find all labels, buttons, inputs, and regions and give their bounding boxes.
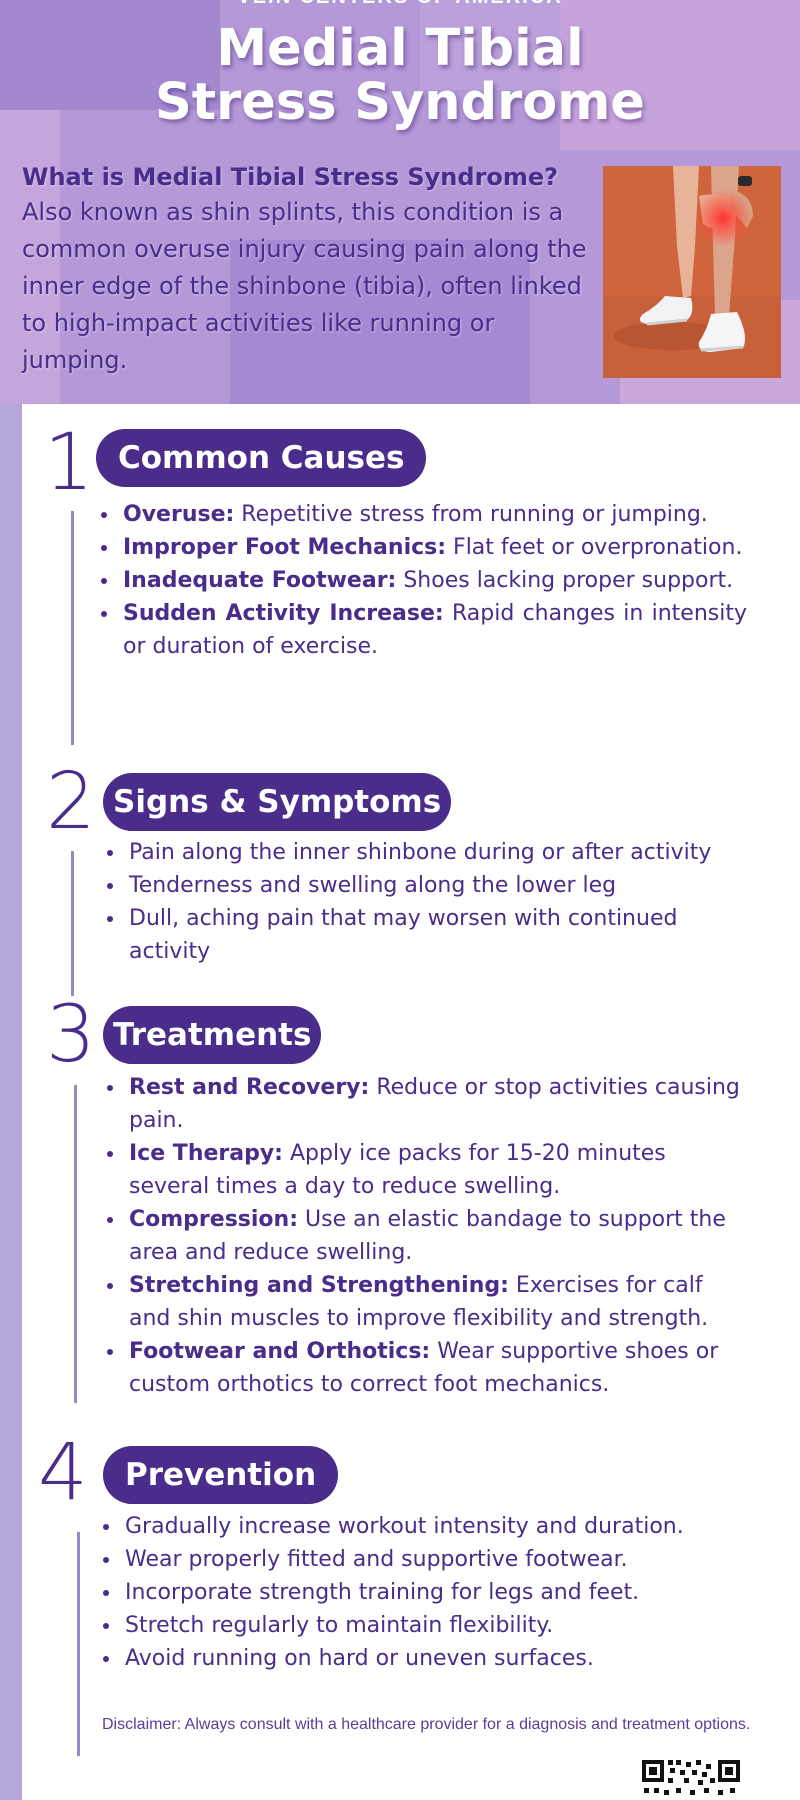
causes-list: Overuse: Repetitive stress from running … (99, 498, 747, 663)
intro-block: What is Medial Tibial Stress Syndrome? A… (22, 160, 590, 379)
section-number: 1 (44, 418, 94, 508)
list-item: Incorporate strength training for legs a… (101, 1576, 761, 1609)
list-item: Dull, aching pain that may worsen with c… (105, 902, 765, 968)
intro-description: Also known as shin splints, this conditi… (22, 198, 587, 374)
list-item: Footwear and Orthotics: Wear supportive … (105, 1335, 745, 1401)
section-number: 3 (46, 990, 96, 1080)
section-heading: Common Causes (96, 429, 427, 487)
title-line-1: Medial Tibial (216, 19, 584, 78)
section-heading: Treatments (103, 1006, 322, 1064)
disclaimer-text: Disclaimer: Always consult with a health… (102, 1716, 751, 1733)
list-item: Ice Therapy: Apply ice packs for 15-20 m… (105, 1137, 745, 1203)
list-item: Sudden Activity Increase: Rapid changes … (99, 597, 747, 663)
list-item: Improper Foot Mechanics: Flat feet or ov… (99, 531, 747, 564)
section-connector-line (74, 1085, 77, 1403)
list-item: Wear properly fitted and supportive foot… (101, 1543, 761, 1576)
list-item: Compression: Use an elastic bandage to s… (105, 1203, 745, 1269)
list-item: Stretching and Strengthening: Exercises … (105, 1269, 745, 1335)
treatments-list: Rest and Recovery: Reduce or stop activi… (105, 1071, 745, 1401)
list-item: Stretch regularly to maintain flexibilit… (101, 1609, 761, 1642)
shin-pain-illustration (603, 166, 781, 378)
section-connector-line (71, 511, 74, 745)
page-title: Medial Tibial Stress Syndrome (0, 22, 800, 130)
org-name: VEIN CENTERS OF AMERICA (0, 0, 800, 9)
shin-pain-photo (603, 166, 781, 378)
section-number: 2 (46, 757, 96, 847)
list-item: Inadequate Footwear: Shoes lacking prope… (99, 564, 747, 597)
hero-banner: VEIN CENTERS OF AMERICA Medial Tibial St… (0, 0, 800, 404)
list-item: Gradually increase workout intensity and… (101, 1510, 761, 1543)
list-item: Pain along the inner shinbone during or … (105, 836, 765, 869)
section-heading: Signs & Symptoms (103, 773, 452, 831)
section-connector-line (77, 1532, 80, 1756)
list-item: Rest and Recovery: Reduce or stop activi… (105, 1071, 745, 1137)
hero-tile (230, 240, 530, 404)
left-accent-band (0, 404, 22, 1800)
qr-code-icon[interactable] (640, 1758, 742, 1800)
section-connector-line (71, 851, 74, 996)
list-item: Tenderness and swelling along the lower … (105, 869, 765, 902)
section-number: 4 (38, 1428, 88, 1518)
list-item: Overuse: Repetitive stress from running … (99, 498, 747, 531)
hero-tile (420, 0, 560, 90)
list-item: Avoid running on hard or uneven surfaces… (101, 1642, 761, 1675)
hero-tile (0, 110, 60, 404)
symptoms-list: Pain along the inner shinbone during or … (105, 836, 765, 968)
hero-tile (560, 0, 800, 150)
title-line-2: Stress Syndrome (154, 73, 646, 132)
intro-question: What is Medial Tibial Stress Syndrome? (22, 163, 559, 191)
hero-tile (0, 0, 220, 110)
section-heading: Prevention (103, 1446, 339, 1504)
qr-code-graphic (640, 1758, 742, 1800)
prevention-list: Gradually increase workout intensity and… (101, 1510, 761, 1675)
